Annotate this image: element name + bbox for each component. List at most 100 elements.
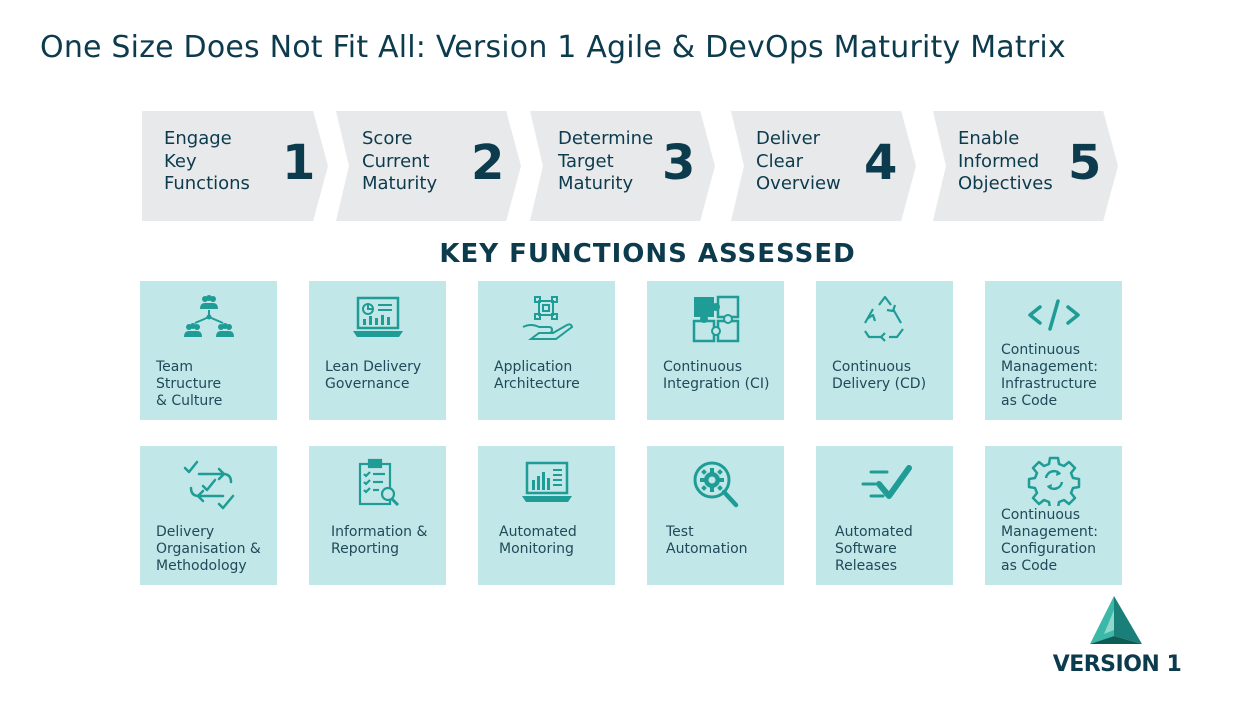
label-line: as Code: [1001, 558, 1058, 574]
step-3: Determine Target Maturity 3: [530, 111, 715, 221]
function-tile-information-reporting: Information & Reporting: [309, 446, 446, 585]
step-5-number: 5: [1068, 135, 1102, 191]
label-line: Application: [494, 359, 573, 375]
function-tile-automated-software-releases: Automated Software Releases: [816, 446, 953, 585]
label-line: Monitoring: [499, 541, 574, 557]
label-line: Continuous: [1001, 507, 1081, 523]
label-line: Releases: [835, 558, 897, 574]
step-4-number: 4: [864, 135, 898, 191]
function-tile-continuous-integration: Continuous Integration (CI): [647, 281, 784, 420]
label-line: Management:: [1001, 524, 1098, 540]
step-5: Enable Informed Objectives 5: [933, 111, 1118, 221]
step-5-text: Enable Informed Objectives: [958, 128, 1053, 196]
function-label: Test Automation: [666, 524, 778, 558]
label-line: Software: [835, 541, 897, 557]
step-4-line: Deliver: [756, 128, 821, 149]
label-line: Team: [156, 359, 194, 375]
label-line: Automation: [666, 541, 748, 557]
step-2-number: 2: [471, 135, 505, 191]
function-label: Lean Delivery Governance: [325, 359, 440, 393]
function-label: Automated Software Releases: [835, 524, 947, 575]
step-1-number: 1: [282, 135, 316, 191]
recycle-icon: [816, 293, 953, 345]
step-4-line: Overview: [756, 173, 841, 194]
label-line: Automated: [499, 524, 577, 540]
dashboard-laptop-icon: [309, 293, 446, 345]
fast-check-icon: [816, 458, 953, 510]
function-label: Delivery Organisation & Methodology: [156, 524, 271, 575]
label-line: as Code: [1001, 393, 1058, 409]
label-line: Continuous: [832, 359, 912, 375]
clipboard-search-icon: [309, 458, 446, 510]
label-line: Organisation &: [156, 541, 261, 557]
label-line: Delivery: [156, 524, 215, 540]
step-1-line: Key: [164, 150, 197, 172]
step-2: Score Current Maturity 2: [336, 111, 521, 221]
step-2-line: Maturity: [362, 173, 438, 194]
function-tile-test-automation: Test Automation: [647, 446, 784, 585]
version1-wordmark: VERSION 1: [1052, 652, 1182, 677]
function-tile-delivery-organisation: Delivery Organisation & Methodology: [140, 446, 277, 585]
step-4: Deliver Clear Overview 4: [731, 111, 916, 221]
label-line: Delivery (CD): [832, 376, 927, 392]
step-3-text: Determine Target Maturity: [558, 128, 653, 196]
function-tile-continuous-delivery: Continuous Delivery (CD): [816, 281, 953, 420]
function-tile-automated-monitoring: Automated Monitoring: [478, 446, 615, 585]
step-3-number: 3: [662, 135, 696, 191]
step-4-text: Deliver Clear Overview: [756, 128, 841, 196]
step-3-line: Maturity: [558, 173, 634, 194]
function-tile-application-architecture: Application Architecture: [478, 281, 615, 420]
gear-magnifier-icon: [647, 458, 784, 510]
step-2-line: Current: [362, 150, 430, 172]
function-label: Continuous Management: Infrastructure as…: [1001, 342, 1116, 410]
step-1-text: Engage Key Functions: [164, 128, 250, 196]
function-tile-team-structure: Team Structure & Culture: [140, 281, 277, 420]
page-title: One Size Does Not Fit All: Version 1 Agi…: [40, 30, 1066, 65]
step-2-line: Score: [362, 128, 413, 149]
step-5-line: Informed: [958, 150, 1040, 172]
label-line: Structure: [156, 376, 222, 392]
function-label: Continuous Delivery (CD): [832, 359, 947, 393]
label-line: Information &: [331, 524, 428, 540]
function-tile-configuration-as-code: Continuous Management: Configuration as …: [985, 446, 1122, 585]
step-5-line: Objectives: [958, 173, 1053, 194]
step-1-line: Functions: [164, 173, 250, 194]
step-1-line: Engage: [164, 128, 232, 149]
puzzle-icon: [647, 293, 784, 345]
label-line: Integration (CI): [663, 376, 770, 392]
label-line: Infrastructure: [1001, 376, 1097, 392]
function-label: Continuous Management: Configuration as …: [1001, 507, 1116, 575]
label-line: Lean Delivery: [325, 359, 422, 375]
label-line: Continuous: [1001, 342, 1081, 358]
function-label: Automated Monitoring: [499, 524, 609, 558]
label-line: Management:: [1001, 359, 1098, 375]
version1-logo: VERSION 1: [1052, 596, 1182, 681]
step-5-line: Enable: [958, 128, 1020, 149]
function-label: Information & Reporting: [331, 524, 440, 558]
label-line: Reporting: [331, 541, 400, 557]
label-line: Governance: [325, 376, 410, 392]
monitor-laptop-icon: [478, 458, 615, 510]
function-tile-lean-delivery: Lean Delivery Governance: [309, 281, 446, 420]
step-3-line: Target: [558, 150, 614, 172]
delivery-cycle-icon: [140, 458, 277, 510]
function-tile-infrastructure-as-code: Continuous Management: Infrastructure as…: [985, 281, 1122, 420]
label-line: Architecture: [494, 376, 580, 392]
step-4-line: Clear: [756, 150, 804, 172]
label-line: Methodology: [156, 558, 247, 574]
label-line: Test: [666, 524, 694, 540]
function-label: Application Architecture: [494, 359, 609, 393]
label-line: Configuration: [1001, 541, 1096, 557]
label-line: Continuous: [663, 359, 743, 375]
version1-logo-mark-icon: [1090, 596, 1142, 644]
key-functions-heading: KEY FUNCTIONS ASSESSED: [439, 239, 856, 269]
team-structure-icon: [140, 293, 277, 345]
architecture-hand-icon: [478, 293, 615, 345]
label-line: Automated: [835, 524, 913, 540]
step-3-line: Determine: [558, 128, 654, 149]
step-1: Engage Key Functions 1: [142, 111, 328, 221]
step-2-text: Score Current Maturity: [362, 128, 437, 196]
function-label: Continuous Integration (CI): [663, 359, 778, 393]
label-line: & Culture: [156, 393, 223, 409]
gear-refresh-icon: [985, 454, 1122, 506]
